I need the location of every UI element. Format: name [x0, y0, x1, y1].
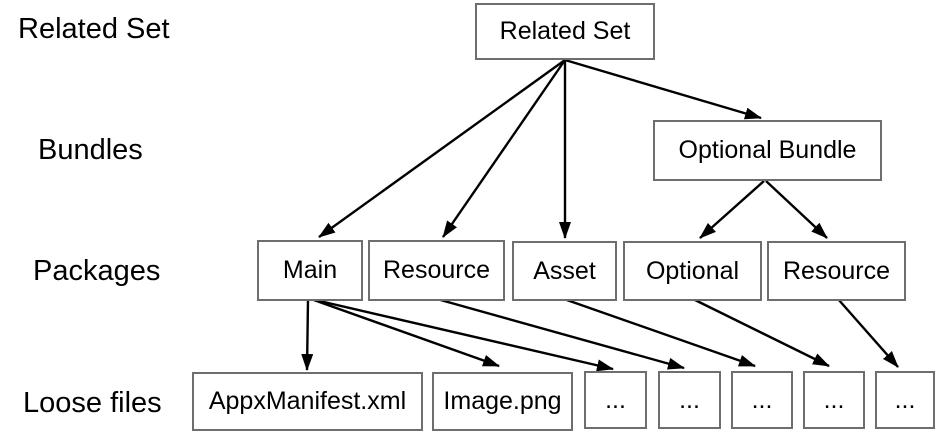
node-asset: Asset: [512, 241, 617, 301]
node-optional-bundle: Optional Bundle: [653, 120, 882, 181]
edge-related-set-to-optional-bundle: [564, 58, 762, 120]
node-loose-3: ...: [731, 371, 793, 429]
row-label-loose-files: Loose files: [23, 387, 162, 419]
edge-resource-1-to-loose-2: [436, 297, 685, 370]
node-resource-2: Resource: [767, 241, 906, 301]
node-loose-4: ...: [803, 371, 865, 429]
edge-resource-2-to-loose-5: [837, 298, 899, 368]
node-loose-1: ...: [584, 371, 647, 429]
node-related-set: Related Set: [475, 3, 655, 60]
edge-asset-to-loose-3: [563, 297, 756, 368]
node-loose-5: ...: [875, 371, 935, 429]
edge-related-set-to-resource-1: [442, 59, 566, 238]
edge-main-to-appx-manifest: [301, 298, 314, 371]
edge-optional-bundle-to-optional: [699, 180, 765, 239]
edge-optional-bundle-to-resource-2: [765, 180, 828, 239]
edge-related-set-to-main: [318, 59, 566, 238]
row-label-bundles: Bundles: [38, 134, 143, 166]
node-loose-2: ...: [658, 371, 721, 429]
node-optional: Optional: [623, 241, 762, 301]
edge-optional-to-loose-4: [692, 297, 830, 368]
node-main: Main: [257, 240, 363, 301]
edge-main-to-loose-1: [310, 297, 614, 372]
edge-main-to-image-png: [310, 297, 500, 368]
row-label-packages: Packages: [33, 255, 161, 287]
node-image-png: Image.png: [432, 372, 573, 431]
node-appx-manifest: AppxManifest.xml: [192, 372, 423, 431]
node-resource-1: Resource: [368, 240, 505, 301]
row-label-related-set: Related Set: [18, 13, 170, 45]
